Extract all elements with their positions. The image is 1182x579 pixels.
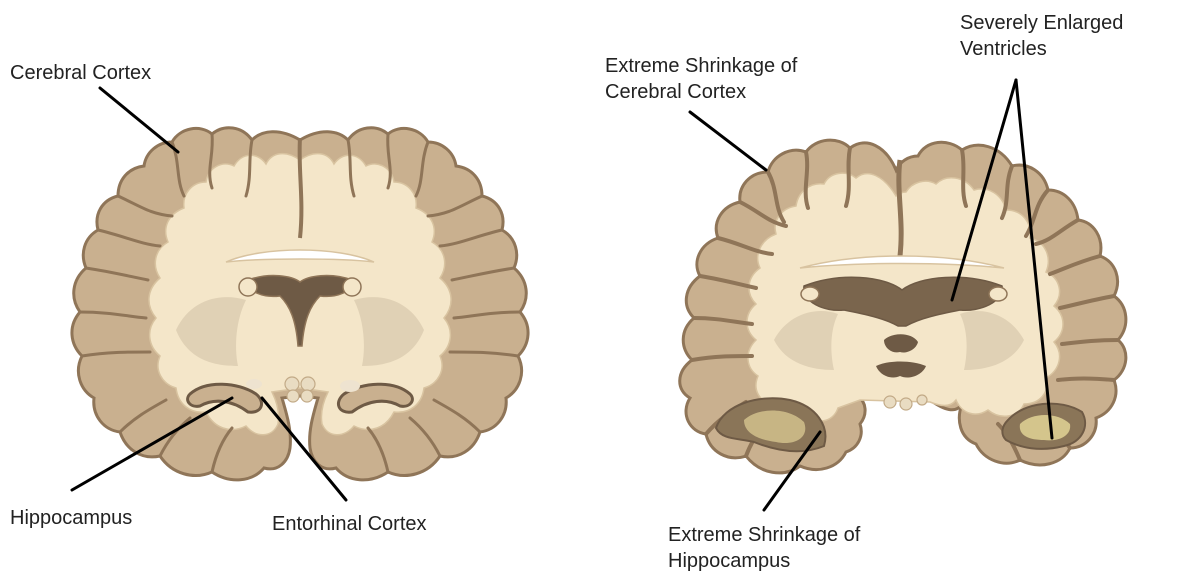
label-ad-ventricles-line1: Severely Enlarged bbox=[960, 10, 1123, 36]
label-hippocampus: Hippocampus bbox=[10, 505, 132, 531]
alzheimers-brain bbox=[680, 140, 1126, 473]
label-ad-ventricles-line2: Ventricles bbox=[960, 36, 1123, 62]
healthy-brain bbox=[72, 128, 528, 480]
healthy-longitudinal-fissure bbox=[300, 138, 302, 238]
label-ad-hippocampus-shrinkage-line2: Hippocampus bbox=[668, 548, 860, 574]
label-hippocampus-text: Hippocampus bbox=[10, 505, 132, 531]
leader-ad-cortex bbox=[690, 112, 766, 170]
label-ad-hippocampus-shrinkage-line1: Extreme Shrinkage of bbox=[668, 522, 860, 548]
label-cerebral-cortex: Cerebral Cortex bbox=[10, 60, 151, 86]
label-ad-hippocampus-shrinkage: Extreme Shrinkage of Hippocampus bbox=[668, 522, 860, 574]
ad-longitudinal-fissure bbox=[899, 160, 901, 256]
label-entorhinal-cortex: Entorhinal Cortex bbox=[272, 511, 427, 537]
label-ad-cortex-shrinkage: Extreme Shrinkage of Cerebral Cortex bbox=[605, 53, 797, 105]
label-entorhinal-cortex-text: Entorhinal Cortex bbox=[272, 511, 427, 537]
leader-cerebral-cortex bbox=[100, 88, 178, 152]
label-ad-ventricles: Severely Enlarged Ventricles bbox=[960, 10, 1123, 62]
label-cerebral-cortex-text: Cerebral Cortex bbox=[10, 60, 151, 86]
label-ad-cortex-shrinkage-line2: Cerebral Cortex bbox=[605, 79, 797, 105]
label-ad-cortex-shrinkage-line1: Extreme Shrinkage of bbox=[605, 53, 797, 79]
